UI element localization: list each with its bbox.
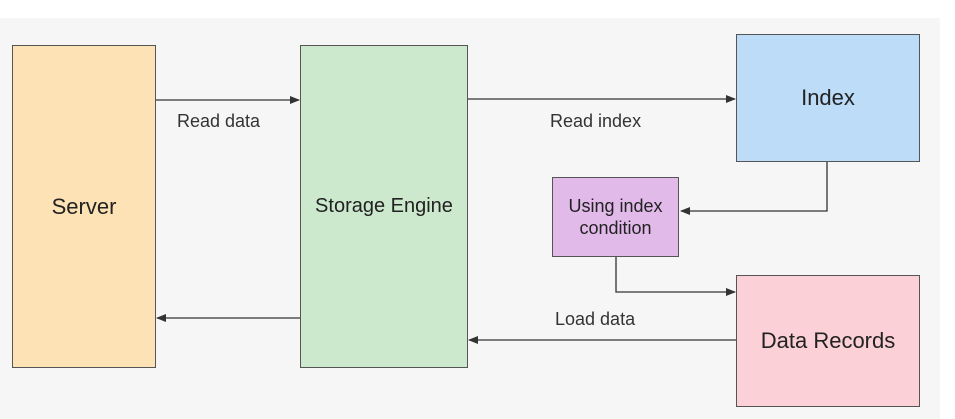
load-data-label: Load data <box>555 309 636 329</box>
server-node: Server <box>12 45 156 368</box>
data-records-node: Data Records <box>736 275 920 407</box>
server-label: Server <box>51 193 117 219</box>
index-condition-node: Using index condition <box>552 177 679 257</box>
data-records-label: Data Records <box>760 328 896 354</box>
read-data-label: Read data <box>177 111 261 131</box>
index-node: Index <box>736 34 920 162</box>
read-index-label: Read index <box>550 111 642 131</box>
index-condition-label: Using index condition <box>568 195 663 239</box>
storage-engine-node: Storage Engine <box>300 45 468 368</box>
storage-engine-label: Storage Engine <box>315 195 453 217</box>
index-label: Index <box>801 85 855 111</box>
